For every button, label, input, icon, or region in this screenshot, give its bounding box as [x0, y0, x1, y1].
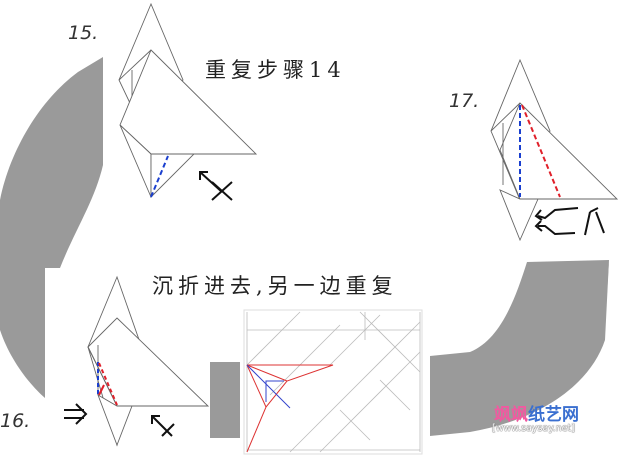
watermark-brand-pink: 飒飒	[494, 405, 528, 425]
step15-number: 15.	[68, 22, 99, 44]
step16-push-arrow-icon	[64, 403, 88, 425]
step16-caption: 沉折进去,另一边重复	[152, 274, 398, 298]
step15-caption: 重复步骤14	[205, 58, 346, 82]
watermark-logo: 飒飒纸艺网	[494, 400, 579, 425]
flow-band-left	[0, 57, 103, 398]
watermark-brand-blue: 纸艺网	[528, 405, 579, 425]
step16-turn-arrow-icon	[151, 415, 175, 437]
step17-sink-arrows-icon	[534, 207, 605, 236]
step17-number: 17.	[449, 90, 480, 112]
crease-pattern	[243, 309, 423, 455]
step17-model	[490, 58, 619, 242]
step15-model	[118, 2, 258, 201]
flow-band-center	[210, 362, 240, 438]
watermark-url: [www.saysay.net]	[492, 423, 575, 434]
step16-number: 16.	[0, 410, 31, 432]
step16-model	[64, 275, 210, 447]
step15-arrow-icon	[199, 171, 233, 201]
flow-band-right-body	[430, 260, 609, 432]
